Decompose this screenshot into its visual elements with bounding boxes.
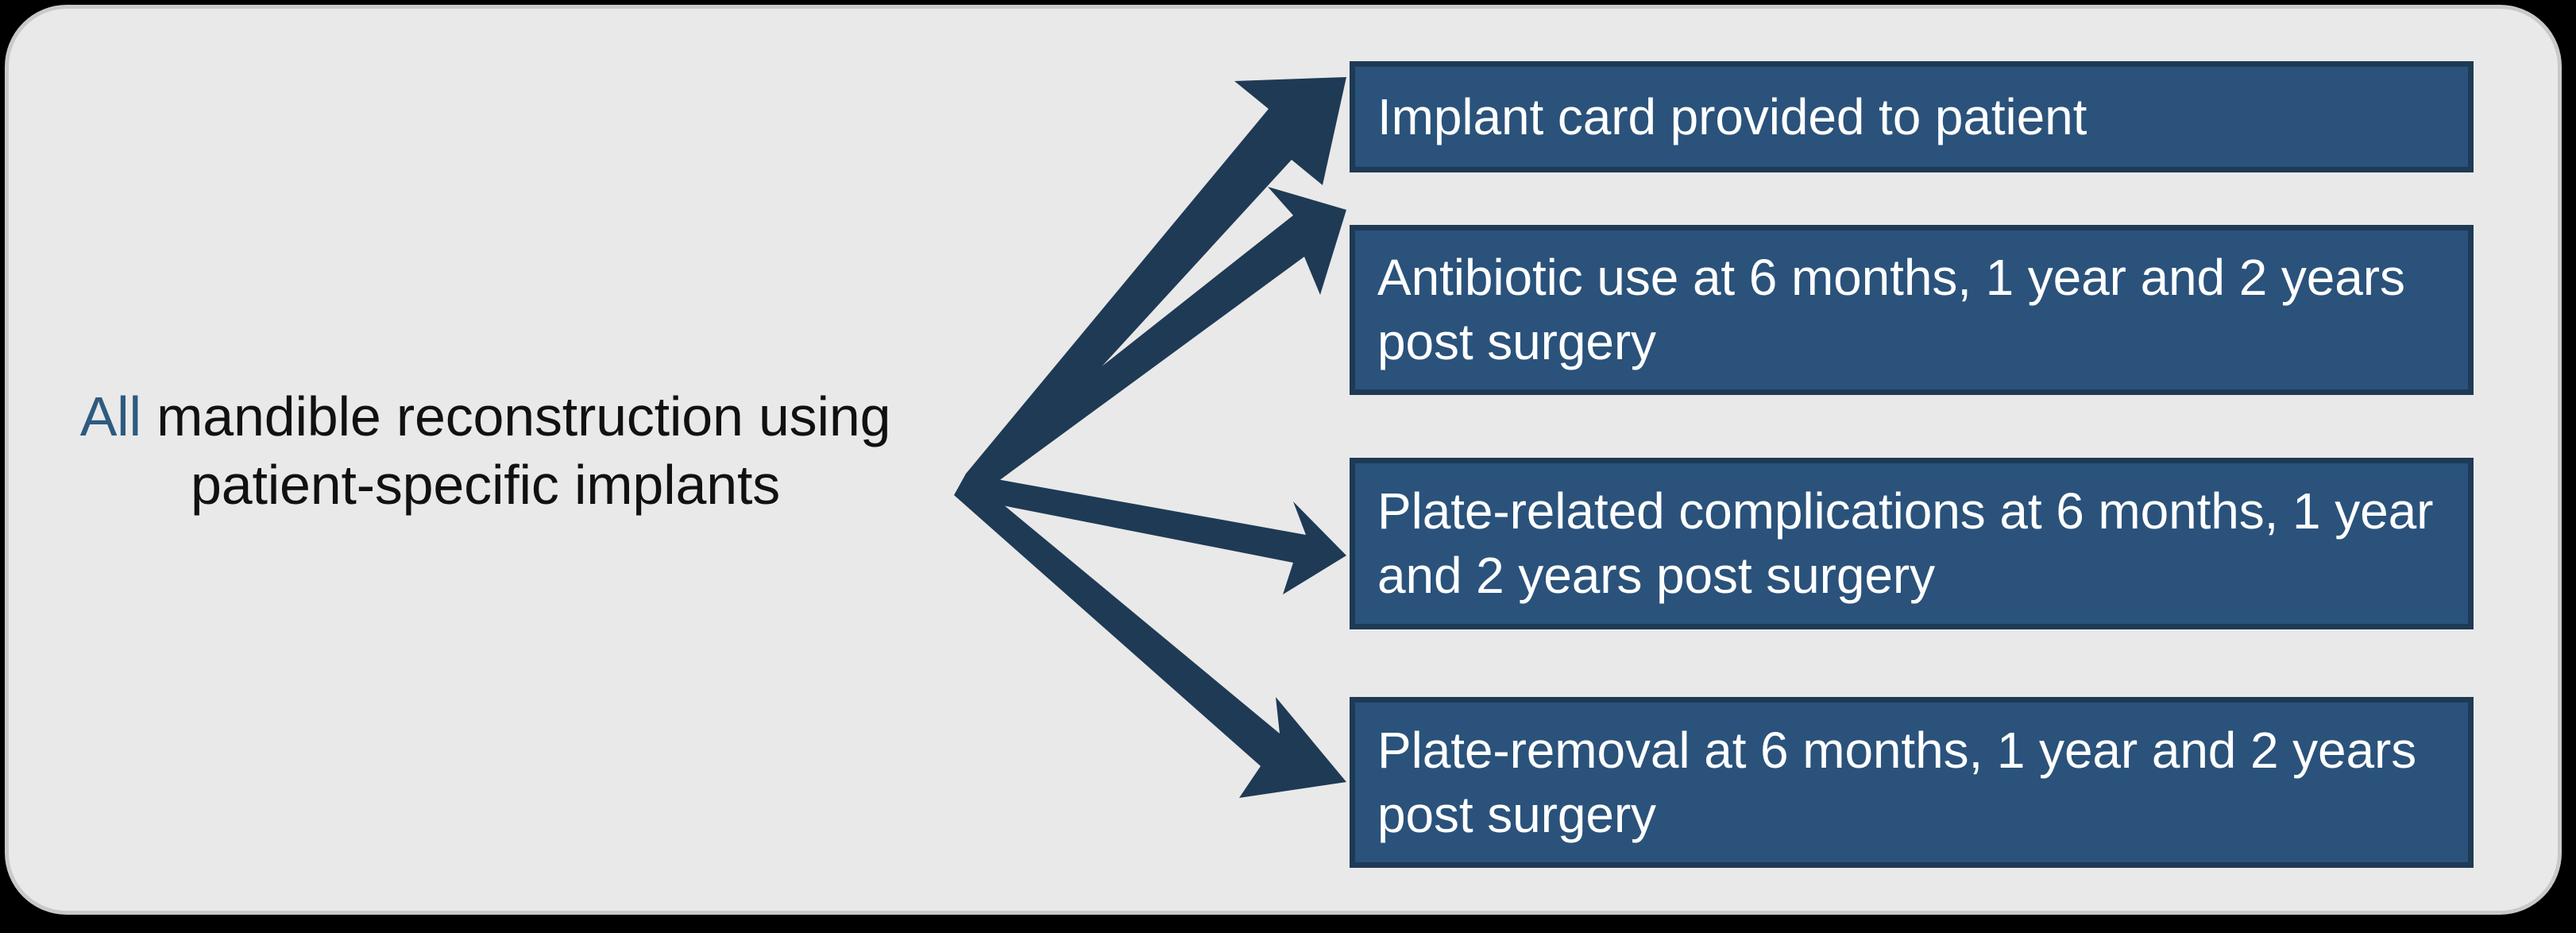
outcome-box-plate-removal[interactable]: Plate-removal at 6 months, 1 year and 2 … <box>1350 697 2474 868</box>
arrow-to-plate-removal <box>954 474 1346 798</box>
outcome-box-plate-related-complications[interactable]: Plate-related complications at 6 months,… <box>1350 458 2474 629</box>
arrow-to-plate-related-complications <box>962 474 1346 594</box>
source-rest-line1: mandible reconstruction using <box>141 385 891 447</box>
arrow-to-antibiotic-use <box>966 187 1346 497</box>
source-highlight-word: All <box>79 385 141 447</box>
outcome-box-implant-card[interactable]: Implant card provided to patient <box>1350 61 2474 172</box>
diagram-panel: All mandible reconstruction using patien… <box>5 5 2562 915</box>
outcome-box-text: Plate-related complications at 6 months,… <box>1377 482 2434 604</box>
outcome-box-antibiotic-use[interactable]: Antibiotic use at 6 months, 1 year and 2… <box>1350 225 2474 395</box>
arrow-to-implant-card <box>966 77 1346 491</box>
source-node-label: All mandible reconstruction using patien… <box>33 382 938 519</box>
outcome-box-text: Implant card provided to patient <box>1377 87 2087 145</box>
arrow-group <box>954 77 1346 798</box>
source-line2: patient-specific implants <box>191 454 780 517</box>
outcome-box-text: Plate-removal at 6 months, 1 year and 2 … <box>1377 721 2417 843</box>
outcome-box-text: Antibiotic use at 6 months, 1 year and 2… <box>1377 249 2405 370</box>
